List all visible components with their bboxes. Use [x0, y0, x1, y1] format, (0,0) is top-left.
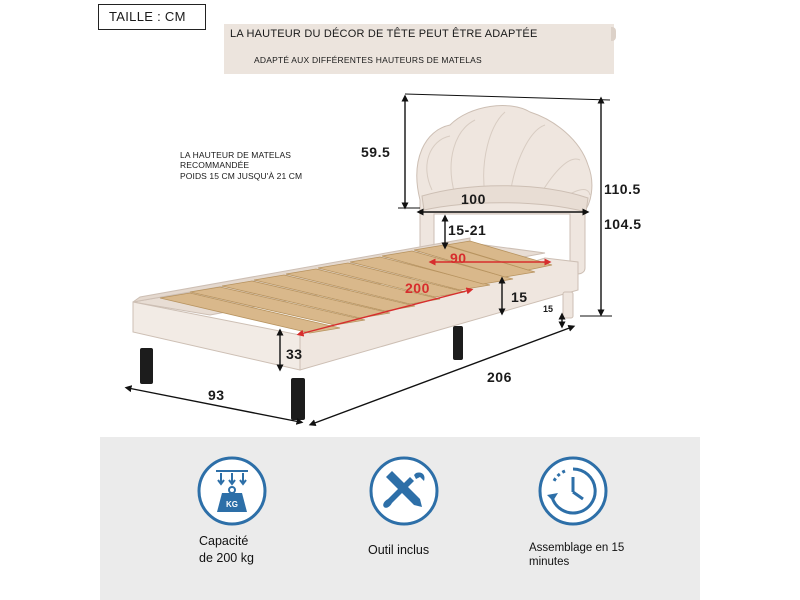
dim-side-height: 15	[511, 289, 528, 305]
clock-assembly-icon	[538, 456, 608, 526]
dim-total-height-min: 104.5	[604, 216, 642, 232]
dim-overall-width: 93	[208, 387, 225, 403]
dimension-lines	[124, 93, 612, 427]
headboard-banner	[224, 24, 614, 74]
inner-dimension-lines	[296, 258, 552, 337]
bed-diagram	[124, 93, 612, 427]
banner-title: LA HAUTEUR DU DÉCOR DE TÊTE PEUT ÊTRE AD…	[230, 28, 538, 40]
feature-assembly-line2: minutes	[529, 556, 570, 568]
feature-tools-line1: Outil inclus	[368, 543, 430, 557]
dim-leg-clearance: 15	[543, 304, 554, 314]
weight-capacity-icon: KG	[197, 456, 267, 526]
size-unit-label: TAILLE : CM	[98, 4, 206, 30]
kg-badge: KG	[226, 500, 238, 509]
dim-headboard-width: 100	[461, 191, 486, 207]
feature-capacity-line1: Capacité	[199, 534, 249, 548]
banner-tab	[611, 27, 616, 41]
feature-capacity-line2: de 200 kg	[199, 551, 254, 565]
dim-frame-height: 33	[286, 346, 303, 362]
mattress-note-line1: LA HAUTEUR DE MATELAS	[180, 150, 292, 160]
dim-inner-length: 200	[405, 280, 430, 296]
dim-inner-width: 90	[450, 250, 467, 266]
mattress-note-line2: RECOMMANDÉE	[180, 160, 250, 170]
tools-icon	[369, 456, 439, 526]
dim-overall-length: 206	[487, 369, 512, 385]
dim-headboard-height: 59.5	[361, 144, 391, 160]
banner-subtitle: ADAPTÉ AUX DIFFÉRENTES HAUTEURS DE MATEL…	[254, 55, 482, 65]
mattress-note-line3: POIDS 15 CM JUSQU'À 21 CM	[180, 171, 303, 181]
dim-total-height-max: 110.5	[604, 181, 641, 197]
feature-assembly-line1: Assemblage en 15	[529, 542, 625, 554]
dim-adjust-range: 15-21	[448, 222, 487, 238]
